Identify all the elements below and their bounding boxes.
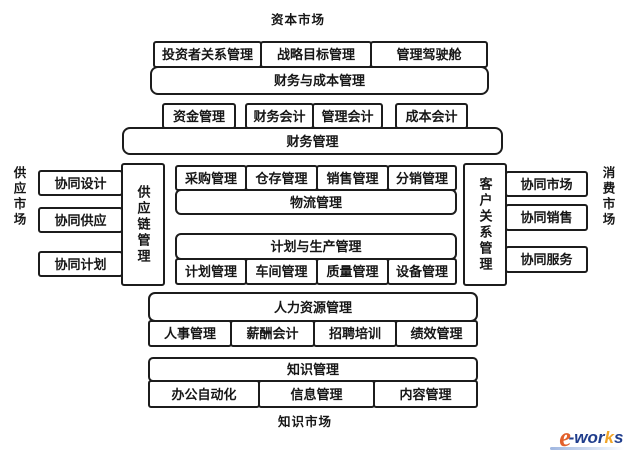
box-information-management: 信息管理 — [258, 380, 375, 408]
box-performance-management: 绩效管理 — [395, 320, 478, 347]
box-cost-accounting: 成本会计 — [395, 103, 468, 129]
box-purchasing: 采购管理 — [175, 165, 247, 191]
box-collab-sales: 协同销售 — [505, 204, 588, 231]
eworks-logo-s: s — [613, 427, 624, 447]
box-collab-planning: 协同计划 — [38, 251, 123, 277]
box-plan-management: 计划管理 — [175, 258, 247, 285]
box-payroll-accounting: 薪酬会计 — [230, 320, 315, 347]
bar-finance-and-cost: 财务与成本管理 — [150, 66, 489, 95]
knowledge-market-label: 知识市场 — [277, 415, 332, 429]
box-investor-relations: 投资者关系管理 — [153, 41, 262, 68]
bar-knowledge-management: 知识管理 — [148, 357, 478, 382]
capital-market-label: 资本市场 — [270, 13, 325, 27]
bar-financial-management: 财务管理 — [122, 127, 503, 155]
box-strategic-goals: 战略目标管理 — [260, 41, 372, 68]
eworks-logo-wor: -wor — [568, 427, 605, 447]
box-content-management: 内容管理 — [373, 380, 478, 408]
box-collab-design: 协同设计 — [38, 170, 123, 196]
box-sales: 销售管理 — [316, 165, 389, 191]
consumer-market-label: 消费市场 — [600, 166, 615, 228]
box-quality-management: 质量管理 — [316, 258, 389, 285]
box-distribution: 分销管理 — [387, 165, 457, 191]
box-collab-marketing: 协同市场 — [505, 171, 588, 197]
box-collab-supply: 协同供应 — [38, 207, 123, 233]
box-financial-accounting: 财务会计 — [245, 103, 314, 129]
box-recruit-training: 招聘培训 — [313, 320, 397, 347]
box-funds-management: 资金管理 — [162, 103, 236, 129]
box-collab-service: 协同服务 — [505, 246, 588, 273]
box-management-cockpit: 管理驾驶舱 — [370, 41, 488, 68]
bar-logistics-management: 物流管理 — [175, 189, 457, 215]
box-office-automation: 办公自动化 — [148, 380, 260, 408]
box-customer-relationship-management: 客户关系管理 — [463, 163, 507, 286]
eworks-logo-k: k — [604, 427, 614, 447]
bar-planning-production: 计划与生产管理 — [175, 233, 457, 260]
box-warehousing: 仓存管理 — [245, 165, 318, 191]
eworks-logo-underline — [550, 447, 624, 450]
box-personnel: 人事管理 — [148, 320, 232, 347]
box-supply-chain-management: 供应链管理 — [121, 163, 165, 286]
supply-market-label: 供应市场 — [11, 166, 26, 228]
box-shopfloor-management: 车间管理 — [245, 258, 318, 285]
bar-hr-management: 人力资源管理 — [148, 292, 478, 322]
box-equipment-management: 设备管理 — [387, 258, 457, 285]
box-management-accounting: 管理会计 — [312, 103, 383, 129]
